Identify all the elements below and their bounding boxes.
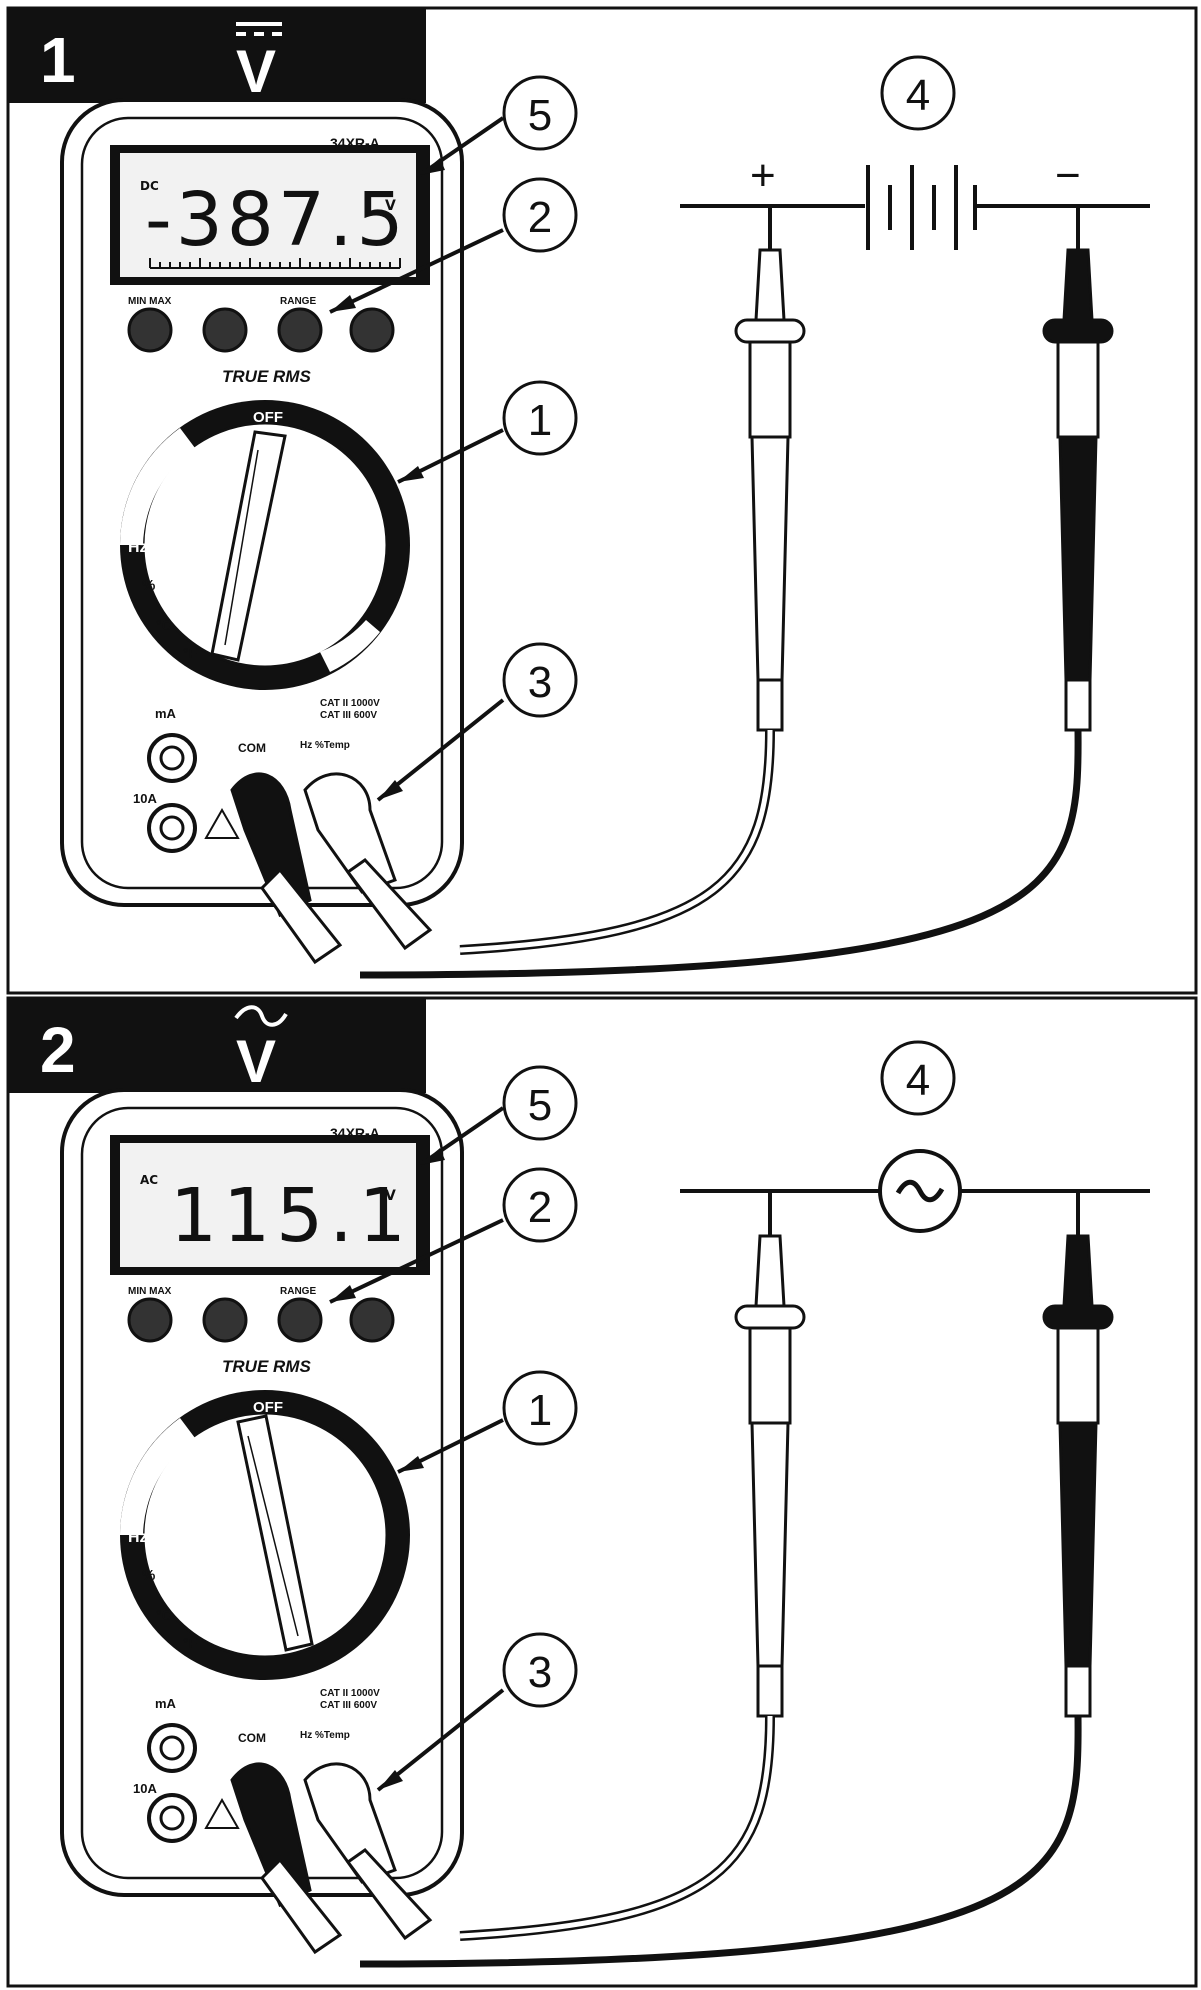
callout-2: 2: [329, 177, 578, 314]
jack-v-label: Hz %Temp: [300, 1730, 350, 1741]
mode-symbol: V: [236, 1028, 276, 1095]
callout-5: 5: [418, 75, 578, 177]
dial-pointer: [236, 1414, 314, 1652]
callout-4: 4: [880, 55, 956, 131]
panel-header: [8, 8, 426, 103]
black-probe-plug: [230, 1762, 343, 1955]
display-prefix: AC: [140, 1173, 158, 1187]
jack-ma-label: mA: [155, 706, 177, 721]
range-label: RANGE: [280, 1286, 316, 1297]
circuit: + −: [680, 151, 1150, 250]
cat-rating-1: CAT II 1000V: [320, 698, 380, 709]
rotary-dial[interactable]: OFF Hz % °C °F: [120, 400, 410, 690]
multimeter: 34XR-A AC 115.1 V MIN MAX RANGE TRUE RMS…: [60, 1088, 464, 1955]
svg-text:3: 3: [528, 1648, 552, 1697]
range-button[interactable]: [277, 1297, 323, 1343]
callout-4: 4: [880, 1040, 956, 1116]
black-test-probe: [359, 208, 1114, 979]
multimeter: 34XR-A DC -387.5 V MIN MAX RANGE TRUE RM…: [60, 98, 464, 965]
circuit: [680, 1149, 1150, 1233]
callout-1: 1: [397, 1370, 578, 1474]
range-label: RANGE: [280, 296, 316, 307]
backlight-button[interactable]: [202, 307, 248, 353]
callout-1: 1: [397, 380, 578, 484]
svg-text:2: 2: [528, 1183, 552, 1232]
dial-hz-label: Hz: [128, 539, 148, 556]
dial-hz-label: Hz: [128, 1529, 148, 1546]
dial-fahrenheit-label: °F: [183, 645, 198, 661]
display-value: -387.5: [145, 177, 408, 263]
panel-number: 1: [40, 24, 76, 96]
jack-10a-label: 10A: [133, 791, 157, 806]
minmax-label: MIN MAX: [128, 296, 172, 307]
battery-icon: [866, 165, 977, 250]
display-unit: V: [385, 1188, 396, 1204]
svg-text:1: 1: [528, 396, 552, 445]
minmax-label: MIN MAX: [128, 1286, 172, 1297]
black-test-probe: [359, 1193, 1114, 1968]
dial-celsius-label: °C: [156, 617, 172, 633]
svg-text:4: 4: [906, 71, 930, 120]
dial-percent-label: %: [142, 1567, 155, 1584]
warning-icon: [204, 1797, 240, 1829]
red-probe-plug: [303, 1762, 433, 1941]
cat-rating-1: CAT II 1000V: [320, 1688, 380, 1699]
svg-text:4: 4: [906, 1056, 930, 1105]
dial-percent-label: %: [142, 577, 155, 594]
range-button[interactable]: [277, 307, 323, 353]
panel-number: 2: [40, 1014, 76, 1086]
svg-text:5: 5: [528, 1081, 552, 1130]
dial-pointer: [210, 430, 287, 662]
red-test-probe: [459, 1193, 806, 1941]
svg-text:1: 1: [528, 1386, 552, 1435]
minmax-button[interactable]: [127, 307, 173, 353]
dial-off-label: OFF: [253, 1399, 283, 1416]
backlight-button[interactable]: [202, 1297, 248, 1343]
dial-fahrenheit-label: °F: [183, 1635, 198, 1651]
dc-voltage-icon: V: [236, 22, 282, 105]
hold-button[interactable]: [349, 307, 395, 353]
dial-off-label: OFF: [253, 409, 283, 426]
negative-terminal: −: [1055, 151, 1081, 200]
brand-line: TRUE RMS: [222, 367, 311, 386]
svg-text:3: 3: [528, 658, 552, 707]
jack-com-label: COM: [238, 1731, 266, 1745]
minmax-button[interactable]: [127, 1297, 173, 1343]
svg-text:5: 5: [528, 91, 552, 140]
lcd-screen: [120, 1143, 416, 1267]
brand-line: TRUE RMS: [222, 1357, 311, 1376]
panel-2: 2 V 34XR-A AC 115.1 V MIN MAX RANGE TRUE…: [6, 996, 1198, 1988]
svg-text:2: 2: [528, 193, 552, 242]
callout-5: 5: [418, 1065, 578, 1167]
jack-v-label: Hz %Temp: [300, 740, 350, 751]
callout-3: 3: [376, 1632, 578, 1792]
display-unit: V: [385, 198, 396, 214]
display-value: 115.1: [170, 1173, 412, 1259]
lcd-screen: [120, 153, 416, 277]
positive-terminal: +: [750, 151, 776, 200]
callout-3: 3: [376, 642, 578, 802]
panel-header: [8, 998, 426, 1093]
panel-1: 1 V 34XR-A DC -387.5 V MIN MAX: [6, 6, 1198, 995]
hold-button[interactable]: [349, 1297, 395, 1343]
callout-2: 2: [329, 1167, 578, 1304]
button-row: MIN MAX RANGE: [127, 296, 395, 353]
mode-symbol: V: [236, 38, 276, 105]
red-probe-plug: [303, 772, 433, 951]
rotary-dial[interactable]: OFF Hz % °C °F: [120, 1390, 410, 1680]
jack-10a-label: 10A: [133, 1781, 157, 1796]
black-probe-plug: [230, 772, 343, 965]
jack-com-label: COM: [238, 741, 266, 755]
ac-voltage-icon: V: [234, 1005, 288, 1095]
bargraph-ticks: [149, 258, 401, 268]
jack-ma-label: mA: [155, 1696, 177, 1711]
warning-icon: [204, 807, 240, 839]
dial-celsius-label: °C: [156, 1607, 172, 1623]
cat-rating-2: CAT III 600V: [320, 710, 377, 721]
red-test-probe: [459, 208, 806, 955]
button-row: MIN MAX RANGE: [127, 1286, 395, 1343]
cat-rating-2: CAT III 600V: [320, 1700, 377, 1711]
display-prefix: DC: [140, 179, 159, 193]
